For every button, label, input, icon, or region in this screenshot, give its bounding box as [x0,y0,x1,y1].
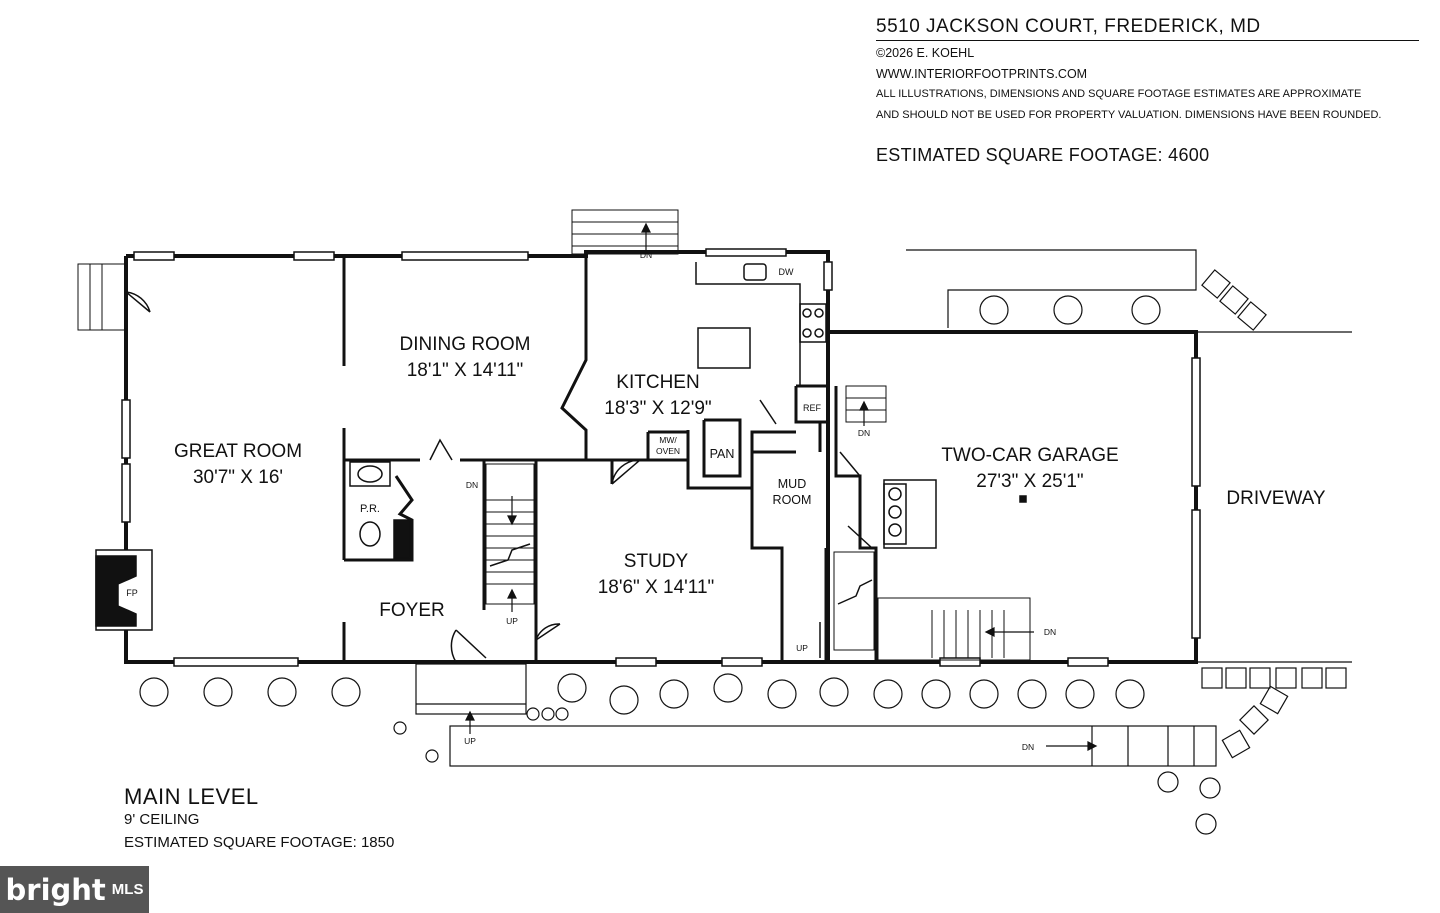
study-name: STUDY [624,551,689,572]
study-dims: 18'6" X 14'11" [598,577,715,598]
foyer-name: FOYER [379,600,444,621]
dishwasher-label: DW [779,267,794,277]
doors [125,291,873,663]
fireplace [95,549,153,631]
stair-up-front: UP [464,736,476,746]
mud-room-name-2: ROOM [773,493,812,507]
landscaping [139,249,1352,835]
garage-dims: 27'3" X 25'1" [976,471,1083,492]
powder-room-fixtures [349,461,411,559]
header-rule [876,40,1419,41]
microwave-label-2: OVEN [656,446,680,456]
fireplace-label: FP [126,588,138,598]
level-square-footage: ESTIMATED SQUARE FOOTAGE: 1850 [124,834,395,851]
powder-room-label: P.R. [360,503,380,515]
dining-room-name: DINING ROOM [400,334,531,355]
stair-dn-garage: DN [858,428,870,438]
pantry-label: PAN [710,447,735,461]
stair-dn-foyer: DN [466,480,478,490]
copyright-notice: ©2026 E. KOEHL [876,46,975,60]
watermark-brand: bright [5,872,106,907]
mud-room-name-1: MUD [778,477,806,491]
dining-room-dims: 18'1" X 14'11" [407,360,524,381]
property-address: 5510 JACKSON COURT, FREDERICK, MD [876,16,1261,37]
windows [121,248,1201,667]
kitchen-counter [695,262,827,386]
bright-mls-watermark: bright MLS [0,866,149,913]
total-square-footage: ESTIMATED SQUARE FOOTAGE: 4600 [876,145,1210,165]
watermark-tag: MLS [111,881,144,898]
stair-up-mud: UP [796,643,808,653]
stair-arrows [465,222,1098,751]
garage-name: TWO-CAR GARAGE [941,445,1118,466]
garage-utility [883,479,1027,549]
level-title: MAIN LEVEL [124,784,259,809]
stairs [77,209,1031,661]
website-link[interactable]: WWW.INTERIORFOOTPRINTS.COM [876,67,1088,81]
driveway-label: DRIVEWAY [1226,488,1326,509]
great-room-name: GREAT ROOM [174,441,302,462]
microwave-label-1: MW/ [659,435,677,445]
stair-dn-walk: DN [1022,742,1034,752]
disclaimer-line-2: AND SHOULD NOT BE USED FOR PROPERTY VALU… [876,109,1382,121]
refrigerator-label: REF [803,403,822,413]
kitchen-name: KITCHEN [616,372,699,393]
stair-dn-garage-side: DN [1044,627,1056,637]
stair-dn-rear: DN [640,250,652,260]
ceiling-height: 9' CEILING [124,811,200,828]
stair-up-foyer: UP [506,616,518,626]
disclaimer-line-1: ALL ILLUSTRATIONS, DIMENSIONS AND SQUARE… [876,88,1362,100]
interior-walls [342,256,878,662]
great-room-dims: 30'7" X 16' [193,467,283,488]
kitchen-dims: 18'3" X 12'9" [604,398,711,419]
